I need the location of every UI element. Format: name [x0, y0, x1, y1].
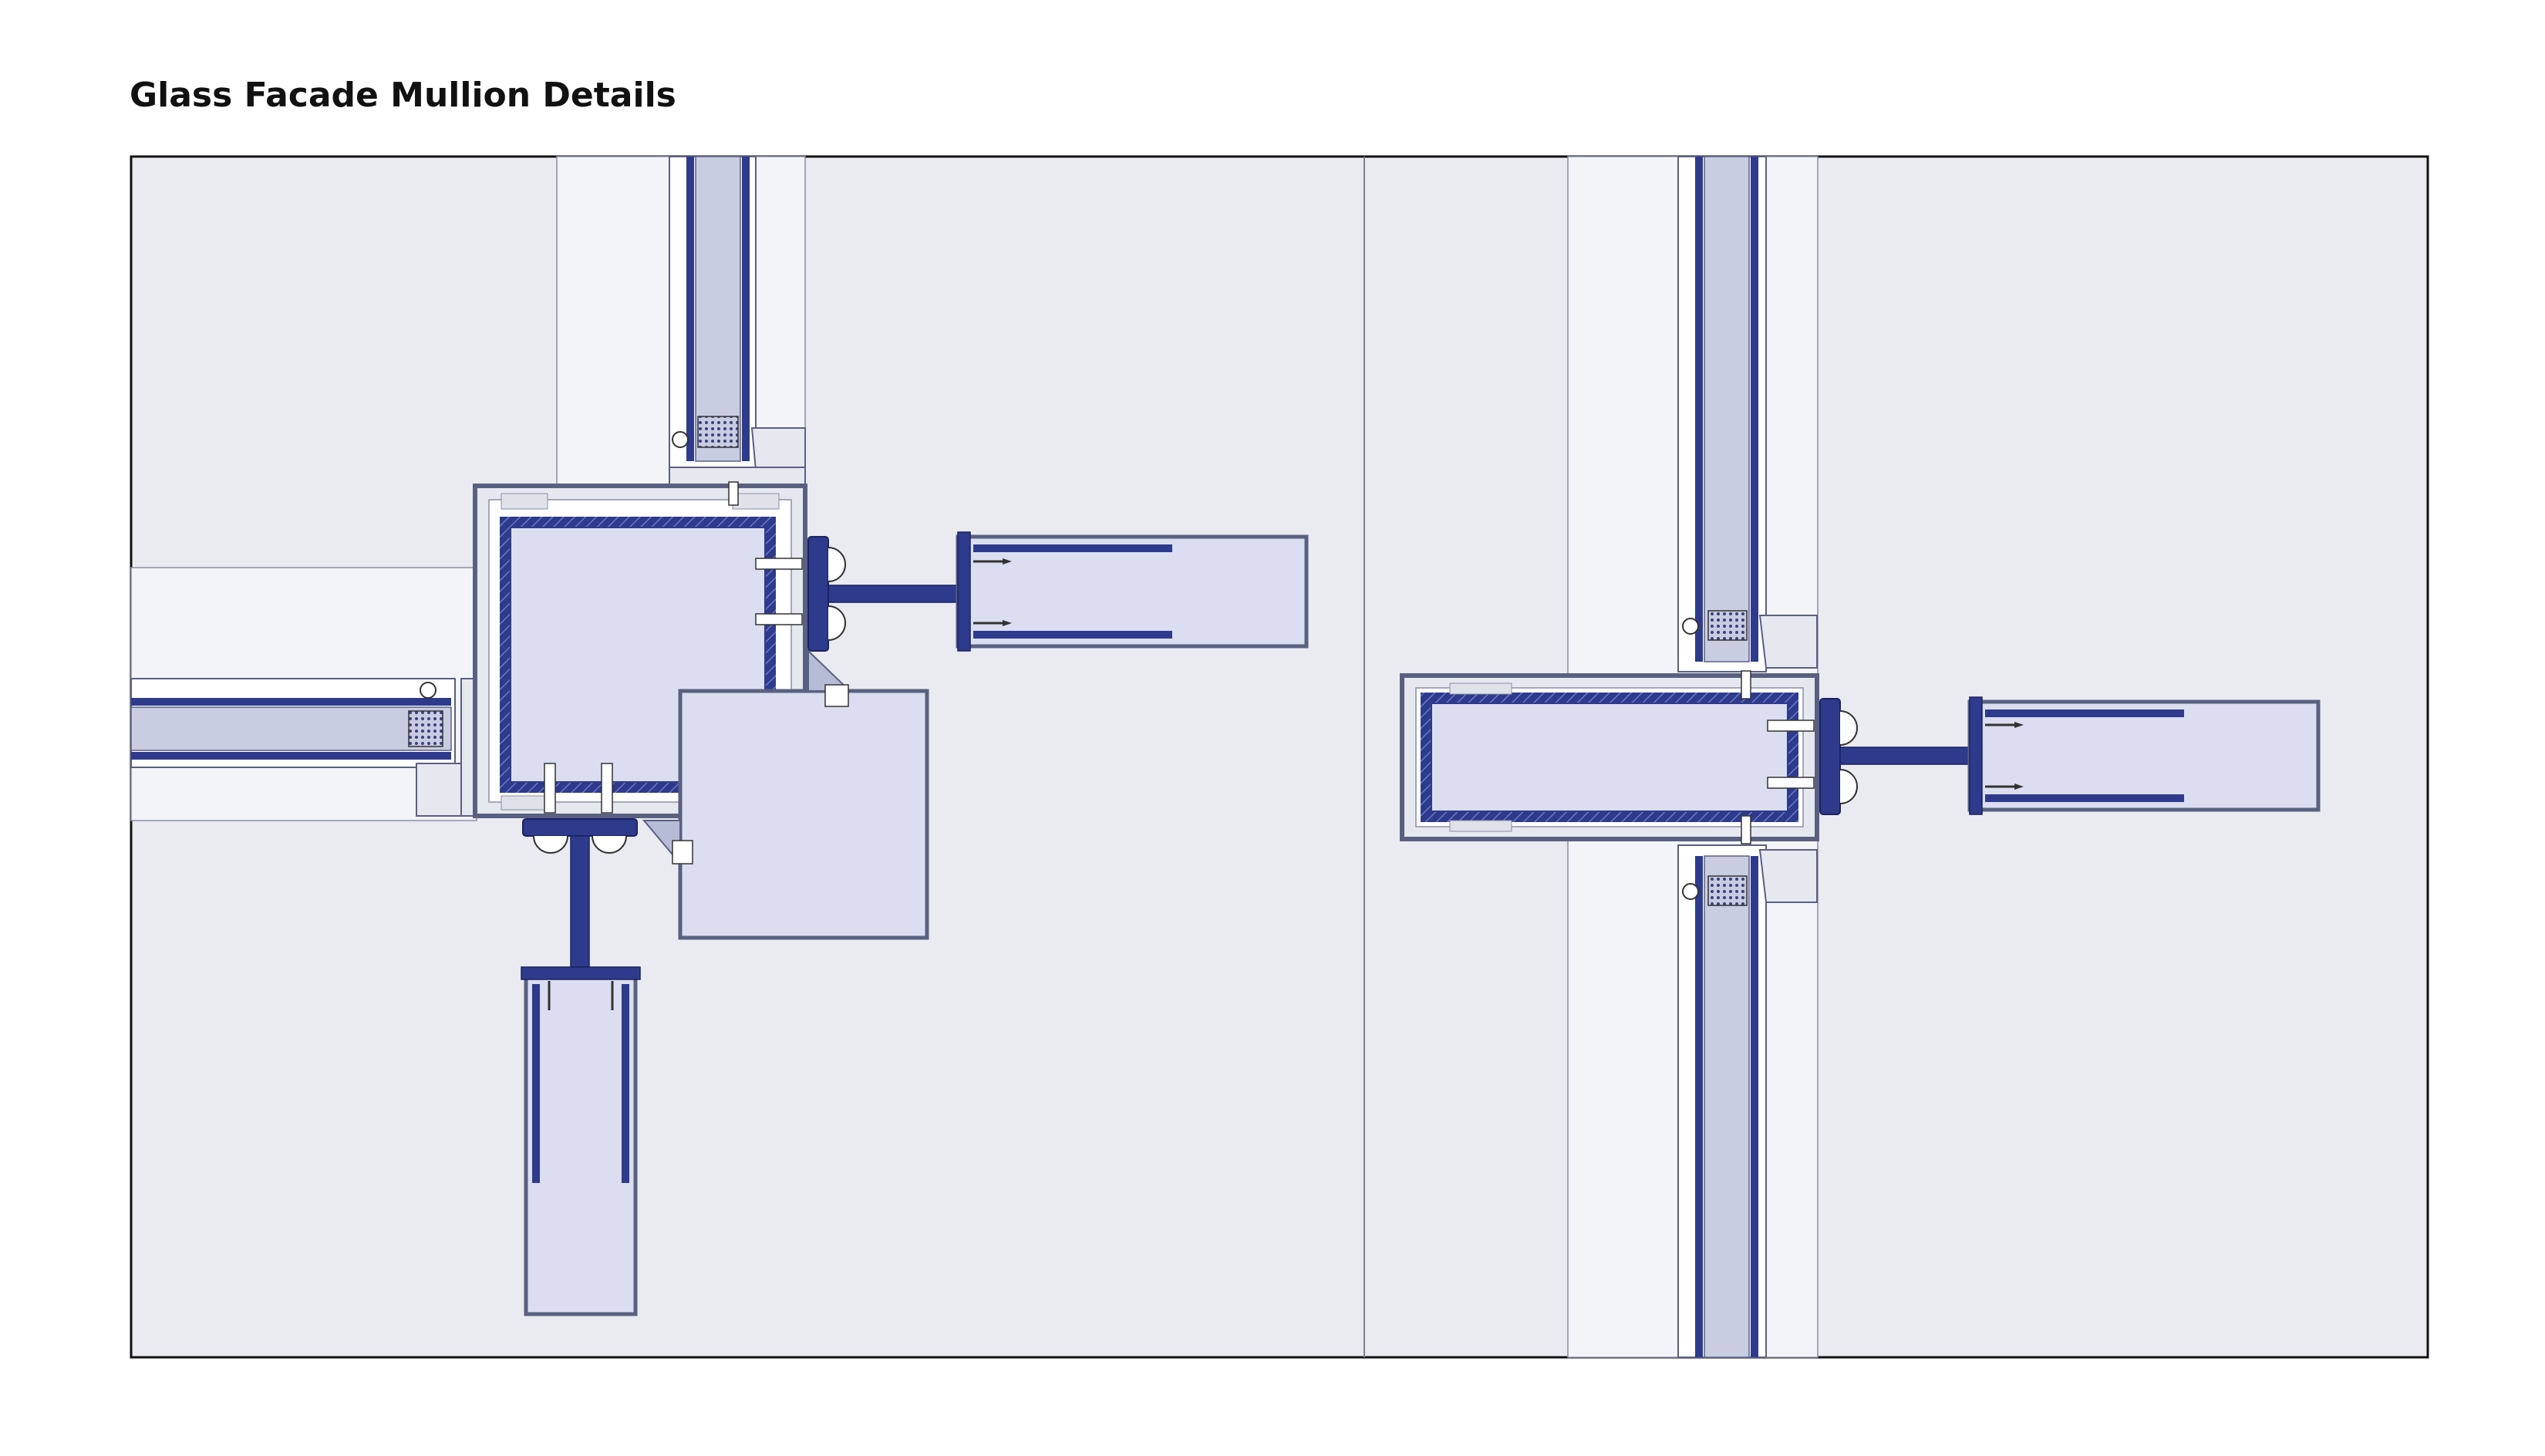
square-steel-mullion — [473, 481, 807, 818]
upper-glazing-unit — [1677, 156, 1818, 672]
right-glass-fin — [956, 531, 1309, 652]
right-bolt-assembly — [755, 536, 959, 652]
page-title: Glass Facade Mullion Details — [130, 76, 676, 115]
inline-mullion-detail — [1400, 156, 2321, 1358]
mullion-glass-fin — [1967, 696, 2321, 815]
bottom-glass-fin — [521, 966, 641, 1316]
corner-mullion-detail — [130, 156, 1309, 1316]
bottom-bolt-assembly — [522, 763, 638, 968]
lower-glazing-unit — [1677, 844, 1818, 1358]
angle-bracket-plate — [642, 649, 929, 940]
vertical-glazing-unit — [669, 156, 806, 485]
mullion-bolt-assembly — [1767, 698, 1970, 815]
rectangular-steel-mullion — [1400, 670, 1819, 844]
